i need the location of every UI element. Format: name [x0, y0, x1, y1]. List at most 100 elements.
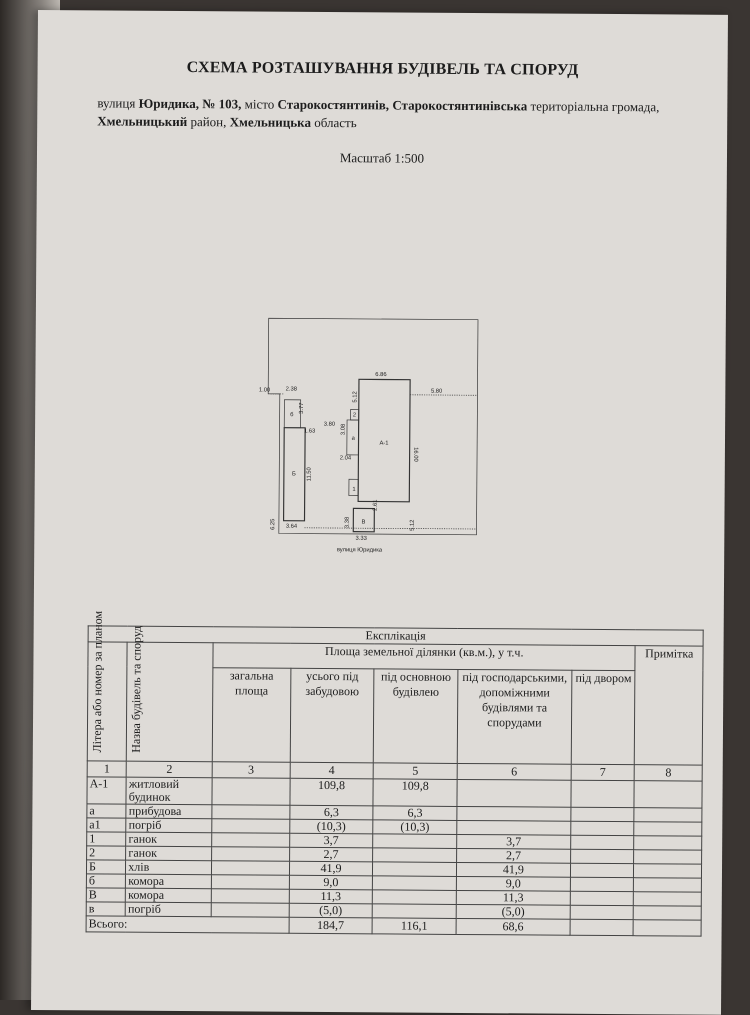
scale-label: Масштаб 1:500	[37, 148, 727, 169]
dim: 16.00	[412, 447, 418, 462]
document-page: СХЕМА РОЗТАШУВАННЯ БУДІВЕЛЬ ТА СПОРУД ву…	[31, 10, 728, 1015]
cell-built: 11,3	[289, 889, 373, 904]
label-b-small: б	[290, 412, 294, 418]
cell-name: комора	[126, 874, 212, 889]
region-name: Хмельницька	[230, 114, 311, 130]
label-a-small: а	[352, 436, 356, 442]
col-letter-header: Літера або номер за планом	[87, 642, 127, 761]
cell-name: хлів	[126, 860, 212, 875]
col-name-label: Назва будівель та споруд	[129, 643, 145, 753]
cell-main	[372, 904, 456, 919]
cell-name: прибудова	[126, 804, 212, 819]
total-main: 116,1	[372, 918, 456, 935]
cell-total	[212, 847, 290, 862]
document-title: СХЕМА РОЗТАШУВАННЯ БУДІВЕЛЬ ТА СПОРУД	[38, 58, 728, 81]
cell-aux: 2,7	[457, 848, 571, 863]
cell-yard	[570, 849, 634, 863]
total-label: Всього:	[86, 916, 289, 933]
address-block: вулиця Юридика, № 103, місто Старокостян…	[97, 94, 697, 134]
dim: 5.80	[431, 389, 442, 395]
cell-letter: а	[87, 804, 126, 818]
col-aux-header: під господарськими, допоміжними будівлям…	[457, 669, 572, 764]
col-main-header: під основною будівлею	[374, 669, 458, 764]
cell-main	[373, 890, 457, 905]
cell-main: 109,8	[373, 779, 457, 807]
district-name: Хмельницький	[97, 113, 187, 129]
cell-letter: б	[86, 874, 125, 888]
cell-total	[211, 889, 289, 904]
total-aux: 68,6	[456, 918, 570, 935]
cell-built: 109,8	[290, 778, 374, 806]
cell-letter: а1	[87, 818, 126, 832]
label-v-big: В	[361, 520, 365, 526]
label-b-big: Б	[292, 471, 296, 477]
cell-yard	[571, 821, 635, 835]
cell-aux: 11,3	[456, 890, 570, 905]
cell-note	[634, 864, 702, 878]
city-label: місто	[245, 96, 275, 111]
cell-note	[634, 906, 702, 920]
site-plan: А-1 Б б В а 1 2 1.00 2.38 3.77 1.63 3.80…	[254, 307, 491, 559]
cell-built: 3,7	[289, 833, 373, 848]
dim: 3.38	[345, 517, 351, 528]
cell-total	[212, 819, 290, 834]
cell-total	[211, 875, 289, 890]
cell-name: комора	[126, 888, 212, 903]
dim: 2.04	[340, 455, 352, 461]
cell-yard	[571, 780, 635, 807]
col-letter-label: Літера або номер за планом	[90, 642, 106, 752]
col-yard-header: під двором	[571, 670, 635, 765]
dim: 3.77	[299, 403, 305, 414]
cell-letter: Б	[86, 860, 125, 874]
dim: 1.63	[304, 428, 315, 434]
cell-name: ганок	[126, 832, 212, 847]
cell-built: 41,9	[289, 861, 373, 876]
cell-yard	[571, 835, 635, 849]
col-number: 7	[571, 764, 635, 780]
dim: 2.61	[373, 500, 379, 511]
dim: 5.12	[410, 520, 416, 531]
cell-aux	[457, 806, 571, 821]
cell-aux: 41,9	[456, 862, 570, 877]
dim: 5.12	[352, 391, 358, 402]
cell-note	[634, 822, 702, 836]
dim: 2.38	[286, 386, 297, 392]
total-note	[633, 920, 701, 936]
cell-aux: 3,7	[457, 834, 571, 849]
total-row: Всього: 184,7 116,1 68,6	[86, 916, 701, 936]
cell-built: (10,3)	[289, 819, 373, 834]
col-number: 5	[373, 763, 457, 780]
cell-aux: (5,0)	[456, 904, 570, 919]
cell-main	[373, 876, 457, 891]
col-number: 4	[290, 762, 374, 779]
cell-aux	[457, 820, 571, 835]
col-name-header: Назва будівель та споруд	[127, 642, 214, 762]
cell-main: 6,3	[373, 806, 457, 821]
cell-built: 6,3	[289, 805, 373, 820]
cell-built: (5,0)	[289, 903, 373, 918]
cell-letter: В	[86, 888, 125, 902]
cell-name: житловий будинок	[126, 777, 212, 805]
cell-name: погріб	[125, 902, 211, 917]
cell-total	[212, 805, 290, 820]
dim: 3.64	[286, 524, 298, 530]
total-yard	[570, 919, 634, 935]
dim: 11.50	[307, 467, 313, 481]
cell-note	[634, 878, 702, 892]
dim: 6.25	[270, 519, 276, 530]
dim: 1.00	[259, 387, 270, 393]
label-2: 2	[353, 413, 356, 419]
dim: 3.80	[324, 422, 335, 428]
col-number: 8	[635, 765, 703, 781]
total-built: 184,7	[289, 917, 373, 934]
cell-note	[634, 850, 702, 864]
cell-name: ганок	[126, 846, 212, 861]
cell-yard	[571, 807, 635, 821]
cell-built: 9,0	[289, 875, 373, 890]
cell-aux	[457, 779, 571, 807]
cell-built: 2,7	[289, 847, 373, 862]
cell-letter: 2	[87, 846, 126, 860]
dim: 3.08	[341, 424, 347, 435]
cell-main	[373, 848, 457, 863]
